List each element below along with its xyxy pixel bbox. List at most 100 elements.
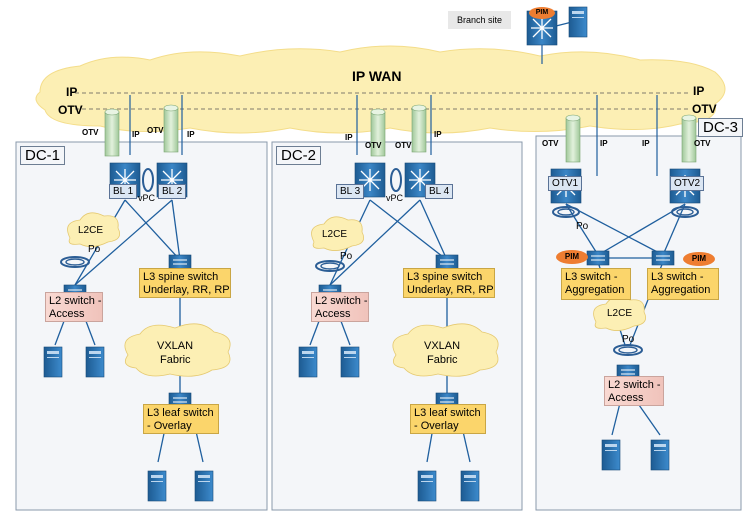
dc2-server-a (298, 346, 318, 378)
dc1-vpc-label: vPC (138, 193, 156, 203)
dc2-l2-switch-line2: Access (315, 308, 351, 320)
dc1-l2-switch-line1: L2 switch - (49, 295, 102, 307)
dc2-spine-line1: L3 spine switch (407, 271, 483, 283)
dc2-vxlan-cloud (392, 323, 499, 377)
dc2-l2-switch-line1: L2 switch - (315, 295, 368, 307)
dc3-title: DC-3 (698, 118, 744, 137)
dc1-vxlan-line1: VXLAN (157, 340, 194, 352)
dc1-ip-label-b: IP (187, 130, 195, 139)
dc2-frame (271, 141, 523, 511)
dc3-server-b (650, 439, 670, 471)
dc1-otv-tube-a (104, 108, 120, 157)
dc3-otv-label-a: OTV (542, 139, 559, 148)
dc1-leaf-line2: - Overlay (147, 420, 192, 432)
dc1-otv-tube-b (163, 104, 179, 153)
wan-otv-right: OTV (692, 102, 717, 116)
dc3-po-label: Po (622, 334, 635, 345)
dc2-vpc-ring (390, 168, 402, 192)
dc3-l2ce-cloud (593, 296, 647, 331)
dc1-l2ce-label: L2CE (78, 225, 104, 236)
dc3-server-a (601, 439, 621, 471)
wan-title: IP WAN (352, 68, 402, 84)
dc2-server-c (417, 470, 437, 502)
dc3-agg-right-line2: Aggregation (651, 284, 711, 296)
wan-ip-left: IP (66, 85, 78, 99)
dc2-spine-line2: Underlay, RR, RP (407, 284, 494, 296)
dc2-spine-switch-icon (435, 254, 459, 270)
dc2-bl4-label: BL 4 (425, 184, 454, 199)
dc2-leaf-box: L3 leaf switch - Overlay (410, 404, 486, 434)
dc2-server-d (460, 470, 480, 502)
dc1-leaf-box: L3 leaf switch - Overlay (143, 404, 219, 434)
wan-ip-right: IP (693, 84, 705, 98)
dc3-agg-left-line2: Aggregation (565, 284, 625, 296)
dc3-l2-switch-line1: L2 switch - (608, 379, 661, 391)
dc1-po-ring (60, 256, 90, 268)
dc1-vxlan-cloud (124, 323, 231, 377)
dc1-frame (15, 141, 268, 511)
dc2-l2ce-cloud (311, 216, 365, 251)
dc1-l2-access-box: L2 switch - Access (45, 292, 103, 322)
dc1-server-c (147, 470, 167, 502)
dc3-po-ring-top-right (671, 206, 699, 218)
dc1-server-d (194, 470, 214, 502)
dc3-agg-right-line1: L3 switch - (651, 271, 704, 283)
dc3-l2ce-label: L2CE (607, 308, 633, 319)
dc1-spine-line1: L3 spine switch (143, 271, 219, 283)
dc1-server-b (85, 346, 105, 378)
dc1-leaf-line1: L3 leaf switch (147, 407, 214, 419)
dc2-ip-label-b: IP (434, 130, 442, 139)
dc1-spine-switch-icon (168, 254, 192, 270)
dc2-l2-access-box: L2 switch - Access (311, 292, 369, 322)
dc1-otv-label-b: OTV (147, 126, 164, 135)
branch-pim-badge: PIM (529, 7, 555, 19)
dc1-otv-label-a: OTV (82, 128, 99, 137)
dc2-vpc-label: vPC (386, 193, 404, 203)
dc3-po-top-label: Po (576, 221, 589, 232)
dc2-server-b (340, 346, 360, 378)
dc3-otv-label-b: OTV (694, 139, 711, 148)
dc2-otv-label-b: OTV (395, 141, 412, 150)
dc3-ip-label-a: IP (600, 139, 608, 148)
dc2-l2ce-label: L2CE (322, 229, 348, 240)
branch-site-label: Branch site (448, 11, 512, 29)
dc2-title: DC-2 (276, 146, 322, 165)
dc3-l2-access-box: L2 switch - Access (604, 376, 664, 406)
dc3-ip-label-b: IP (642, 139, 650, 148)
dc2-po-label: Po (340, 251, 353, 262)
dc2-po-ring (315, 260, 345, 272)
dc2-leaf-line2: - Overlay (414, 420, 459, 432)
dc2-vxlan-line2: Fabric (427, 354, 458, 366)
wan-otv-left: OTV (58, 103, 83, 117)
dc1-po-label: Po (88, 244, 101, 255)
dc2-bl3-label: BL 3 (336, 184, 365, 199)
dc3-pim-right-badge: PIM (683, 252, 715, 266)
dc3-agg-left-switch-icon (586, 250, 610, 266)
dc1-l2-switch-line2: Access (49, 308, 85, 320)
dc1-bl1-label: BL 1 (109, 184, 138, 199)
dc3-agg-left-line1: L3 switch - (565, 271, 618, 283)
dc1-spine-line2: Underlay, RR, RP (143, 284, 230, 296)
dc2-ip-label-a: IP (345, 133, 353, 142)
dc2-otv-label-a: OTV (365, 141, 382, 150)
wan-cloud (35, 45, 726, 134)
dc1-spine-box: L3 spine switch Underlay, RR, RP (139, 268, 231, 298)
dc3-otv2-label: OTV2 (670, 176, 705, 191)
dc2-vxlan-line1: VXLAN (424, 340, 461, 352)
dc3-po-ring-top-left (552, 206, 580, 218)
dc3-agg-right-switch-icon (651, 250, 675, 266)
dc2-spine-box: L3 spine switch Underlay, RR, RP (403, 268, 495, 298)
branch-server (568, 6, 588, 38)
dc2-leaf-line1: L3 leaf switch (414, 407, 481, 419)
wan-links (129, 95, 658, 176)
dc1-title: DC-1 (20, 146, 66, 165)
dc1-server-a (43, 346, 63, 378)
dc3-pim-left-badge: PIM (556, 250, 588, 264)
dc3-agg-right-box: L3 switch - Aggregation (647, 268, 719, 300)
dc1-ip-label-a: IP (132, 130, 140, 139)
dc1-bl2-label: BL 2 (158, 184, 187, 199)
dc3-po-ring (613, 344, 643, 356)
dc3-otv-tube-a (565, 114, 581, 163)
dc3-otv1-label: OTV1 (548, 176, 583, 191)
